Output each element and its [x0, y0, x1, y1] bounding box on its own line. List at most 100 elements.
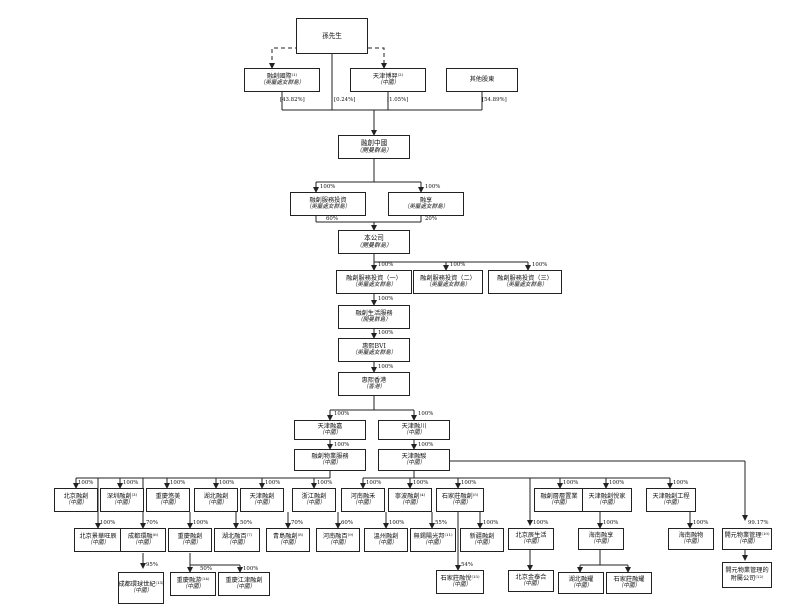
pct-label: 100% [450, 262, 466, 268]
node-jurisdiction: （中國） [448, 500, 472, 507]
node-jurisdiction: （中國） [589, 539, 613, 546]
node-rc-investment-3: 融創服務投資（三） （英屬處女群島） [488, 270, 562, 294]
node-jurisdiction: （中國） [569, 583, 593, 590]
pct-label: 60% [326, 216, 338, 222]
pct-label: [0.24%] [334, 97, 356, 103]
node-name: 重慶悠美 [155, 492, 181, 500]
node-name: 溫州融創 [373, 532, 399, 540]
node-rc-service-investment: 融創服務投資 （英屬處女群島） [290, 192, 366, 216]
node-jurisdiction: （中國） [547, 500, 571, 507]
node-tianjin-rc-engineering: 天津融創工程 （中國） [646, 488, 696, 512]
node-tianjin-rc-yuejia: 天津融創悅家 （中國） [582, 488, 632, 512]
node-company: 本公司 （開曼群島） [338, 230, 410, 254]
node-name: 北京融創 [63, 492, 89, 500]
pct-label: 100% [378, 296, 394, 302]
pct-label: 54% [461, 562, 473, 568]
node-jurisdiction: （中國） [421, 540, 445, 547]
node-name: 成都環融⁽⁶⁾ [127, 532, 159, 540]
node-jurisdiction: （中國） [398, 500, 422, 507]
node-huixi-bvi: 惠熙BVI （英屬處女群島） [338, 338, 410, 362]
node-tianjin-rc: 天津融創 （中國） [240, 488, 284, 512]
node-rc-investment-1: 融創服務投資（一） （英屬處女群島） [336, 270, 412, 294]
node-tianjin-boan: 天津博羿⁽²⁾ （中國） [350, 68, 426, 92]
node-name: 融創國際⁽¹⁾ [266, 72, 298, 80]
node-ningbo-rc: 寧波融創⁽⁴⁾ （中國） [388, 488, 432, 512]
pct-label: 100% [378, 262, 394, 268]
pct-label: 100% [243, 566, 259, 572]
node-jurisdiction: （英屬處女群島） [351, 282, 397, 289]
pct-label: 20% [425, 216, 437, 222]
node-name: 融享 [419, 196, 433, 204]
node-jurisdiction: （中國） [156, 500, 180, 507]
node-jurisdiction: （中國） [250, 500, 274, 507]
node-chongqing-youmei: 重慶悠美 （中國） [146, 488, 190, 512]
pct-label: 100% [533, 520, 549, 526]
node-beijing-chen-life: 北京辰生活 （中國） [508, 528, 554, 550]
node-rc-layer-property: 融創層層置業 （中國） [534, 488, 584, 512]
node-name: 融創服務投資 [309, 196, 347, 204]
node-jurisdiction: （中國） [448, 582, 472, 589]
node-jurisdiction: （英屬處女群島） [425, 282, 471, 289]
node-qingdao-rc: 青島融創⁽⁸⁾ （中國） [266, 528, 310, 552]
node-jurisdiction: （中國） [659, 500, 683, 507]
node-beijing-jintaihe: 北京金泰合 （中國） [508, 570, 554, 592]
pct-label: 100% [366, 480, 382, 486]
node-jurisdiction: （中國） [129, 588, 153, 595]
pct-label: 100% [673, 480, 689, 486]
node-huixi-hk: 惠熙香港 （香港） [338, 372, 410, 396]
node-jurisdiction: （中國） [64, 500, 88, 507]
node-name: 重慶江津融創 [225, 576, 263, 584]
node-kaiyuan-subsidiaries: 開元物業管理的附屬公司⁽¹²⁾ [722, 562, 772, 588]
node-name: 融創服務投資（二） [420, 274, 476, 282]
node-jurisdiction: （中國） [376, 80, 400, 87]
node-hainan-rongwu: 海南融物 （中國） [668, 528, 714, 550]
pct-label: [43.82%] [280, 97, 305, 103]
node-chongqing-rc: 重慶融創 （中國） [168, 528, 212, 552]
node-jurisdiction: （英屬處女群島） [259, 80, 305, 87]
node-jurisdiction: （中國） [131, 540, 155, 547]
node-beijing-jinghua: 北京景華旺辰 （中國） [74, 528, 122, 552]
pct-label: 70% [291, 520, 303, 526]
node-jurisdiction: （中國） [178, 540, 202, 547]
node-henan-rongbai: 河南融百⁽⁹⁾ （中國） [316, 528, 360, 552]
node-name: 融創服務投資（三） [497, 274, 553, 282]
node-name: 河南融百⁽⁹⁾ [322, 532, 354, 540]
node-jurisdiction: （中國） [86, 540, 110, 547]
node-name: 新疆融創 [469, 532, 495, 540]
node-jurisdiction: （中國） [326, 540, 350, 547]
pct-label: 100% [334, 442, 350, 448]
node-jurisdiction: （中國） [617, 583, 641, 590]
node-jurisdiction: （英屬處女群島） [351, 350, 397, 357]
node-rongxiang: 融享 （英屬處女群島） [388, 192, 464, 216]
node-name: 成都環球世紀⁽¹³⁾ [118, 580, 164, 588]
node-tianjin-rongjun: 天津融駿 （中國） [378, 449, 450, 471]
pct-label: 100% [389, 520, 405, 526]
pct-label: 100% [123, 480, 139, 486]
node-rc-investment-2: 融創服務投資（二） （英屬處女群島） [413, 270, 483, 294]
node-jurisdiction: （中國） [181, 584, 205, 591]
node-name: 海南融享 [588, 531, 614, 539]
node-jurisdiction: （開曼群島） [355, 147, 392, 155]
node-name: 天津融川 [401, 422, 427, 430]
node-name: 寧波融創⁽⁴⁾ [394, 492, 426, 500]
pct-label: 100% [603, 520, 619, 526]
pct-label: 50% [240, 520, 252, 526]
pct-label: 100% [334, 411, 350, 417]
pct-label: 55% [435, 520, 447, 526]
node-name: 北京景華旺辰 [79, 532, 117, 540]
node-name: 重慶融創 [177, 532, 203, 540]
pct-label: 70% [146, 520, 158, 526]
pct-label: 100% [170, 480, 186, 486]
node-shijiazhuang-rongyao: 石家莊融耀 （中國） [606, 572, 652, 594]
node-name: 天津融嘉 [317, 422, 343, 430]
node-shijiazhuang-rongyue: 石家莊融悅⁽¹⁵⁾ （中國） [436, 570, 484, 594]
pct-label: 100% [609, 480, 625, 486]
pct-label: 100% [378, 330, 394, 336]
pct-label: 100% [219, 480, 235, 486]
node-beijing-rc: 北京融創 （中國） [54, 488, 98, 512]
node-jurisdiction: （中國） [519, 581, 543, 588]
node-name: 惠熙BVI [362, 342, 386, 350]
node-name: 融創物業服務 [311, 452, 349, 460]
node-name: 開元物業管理的附屬公司⁽¹²⁾ [725, 567, 769, 582]
